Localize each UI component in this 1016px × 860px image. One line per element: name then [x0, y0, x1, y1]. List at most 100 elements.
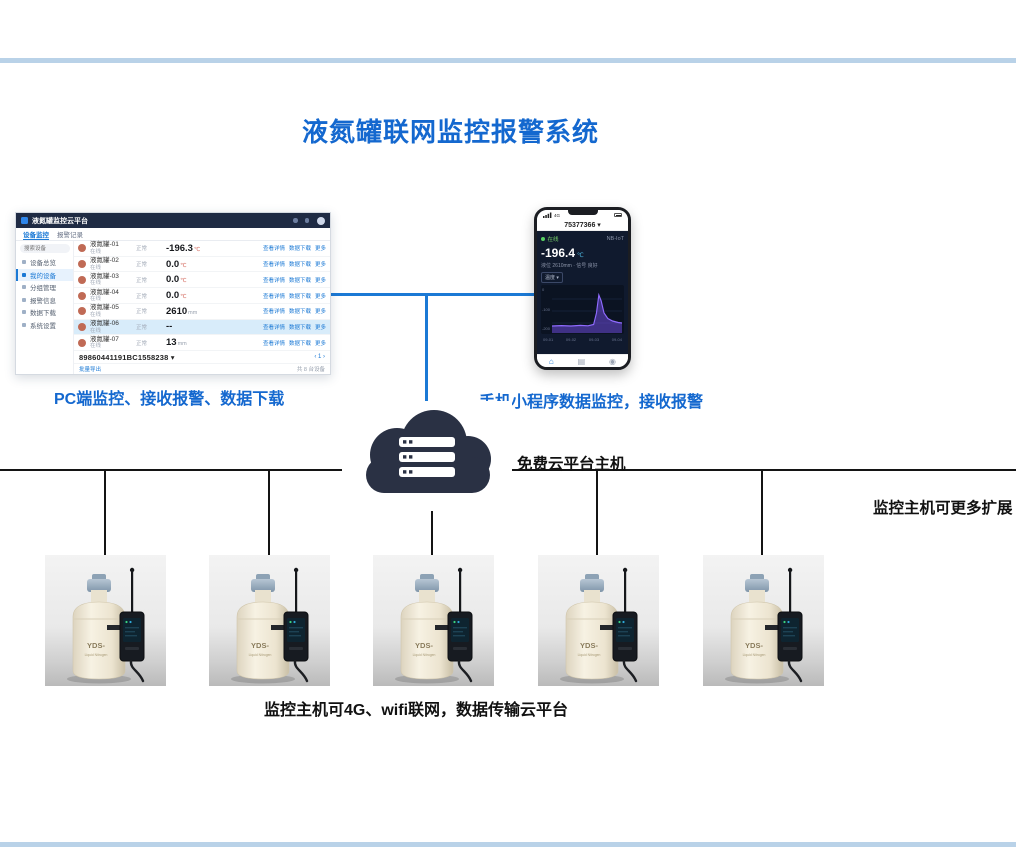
- phone-mockup: 4G 75377366 ▾ 在线 NB-IoT -196.4 ℃ 液位 2610…: [534, 207, 631, 370]
- metric-selector[interactable]: 温度 ▾: [541, 271, 563, 283]
- link-view-detail[interactable]: 查看详情: [262, 309, 285, 316]
- tank-sublabel: Liquid Nitrogen: [743, 653, 766, 657]
- nav-user-icon[interactable]: ◉: [609, 356, 617, 366]
- device-cable: [293, 659, 309, 683]
- sidebar-item-downloads[interactable]: 数据下载: [16, 306, 73, 319]
- tank-photo: YDS- Liquid Nitrogen: [373, 555, 494, 686]
- tab-device-monitor[interactable]: 设备监控: [23, 229, 49, 240]
- top-divider: [0, 58, 1016, 63]
- link-view-detail[interactable]: 查看详情: [262, 293, 285, 300]
- link-data-download[interactable]: 数据下载: [288, 262, 311, 269]
- tank-illustration: YDS- Liquid Nitrogen: [231, 567, 309, 684]
- settings-icon[interactable]: [304, 218, 309, 223]
- device-cable: [622, 659, 638, 683]
- device-value: --: [166, 321, 173, 333]
- pc-brand: 液氮罐监控云平台: [32, 217, 88, 225]
- tab-alarm-records[interactable]: 报警记录: [57, 232, 83, 239]
- temperature-chart: [552, 292, 622, 333]
- link-data-download[interactable]: 数据下载: [288, 340, 311, 347]
- menu-icon: [22, 297, 26, 302]
- antenna: [789, 571, 792, 614]
- pc-caption: PC端监控、接收报警、数据下载: [54, 391, 285, 408]
- menu-icon: [22, 260, 26, 265]
- serial-row: 89860441191BC1558238 ▾ ‹ 1 ›: [74, 351, 330, 364]
- link-view-detail[interactable]: 查看详情: [262, 262, 285, 269]
- link-more[interactable]: 更多: [314, 277, 326, 284]
- tank-photo: YDS- Liquid Nitrogen: [209, 555, 330, 686]
- link-more[interactable]: 更多: [314, 340, 326, 347]
- antenna: [624, 571, 627, 614]
- device-cable: [787, 659, 803, 683]
- link-view-detail[interactable]: 查看详情: [262, 340, 285, 347]
- drop-line: [104, 471, 106, 556]
- chart-y-axis: 0-100-200: [542, 287, 551, 331]
- device-cable: [457, 659, 473, 683]
- device-avatar-icon: [78, 307, 86, 316]
- cloud-host: [342, 401, 512, 511]
- sidebar-item-groups[interactable]: 分组管理: [16, 281, 73, 294]
- phone-device-id[interactable]: 75377366 ▾: [537, 219, 628, 231]
- menu-icon: [22, 322, 26, 327]
- menu-icon: [22, 272, 26, 277]
- server-icon: [399, 437, 455, 477]
- link-more[interactable]: 更多: [314, 309, 326, 316]
- link-data-download[interactable]: 数据下载: [288, 277, 311, 284]
- pagination[interactable]: ‹ 1 ›: [314, 354, 325, 360]
- tank-sublabel: Liquid Nitrogen: [85, 653, 108, 657]
- cloud-label: 免费云平台主机: [517, 456, 626, 473]
- search-input[interactable]: [20, 244, 70, 253]
- link-more[interactable]: 更多: [314, 293, 326, 300]
- notification-icon[interactable]: [293, 218, 298, 223]
- tank-photo: YDS- Liquid Nitrogen: [45, 555, 166, 686]
- link-data-download[interactable]: 数据下载: [288, 246, 311, 253]
- nav-chart-icon[interactable]: ▤: [577, 356, 586, 366]
- online-status: 在线: [547, 237, 559, 243]
- link-view-detail[interactable]: 查看详情: [262, 277, 285, 284]
- page-title: 液氮罐联网监控报警系统: [302, 117, 600, 147]
- device-avatar-icon: [78, 291, 86, 300]
- link-data-download[interactable]: 数据下载: [288, 293, 311, 300]
- device-count: 共 8 台设备: [296, 367, 325, 373]
- phone-nav-bar: ⌂ ▤ ◉: [537, 354, 628, 367]
- batch-export-link[interactable]: 批量导出: [79, 367, 102, 373]
- serial-number[interactable]: 89860441191BC1558238 ▾: [79, 352, 175, 362]
- pc-monitor-window: 液氮罐监控云平台 设备监控 报警记录 设备总览 我的设备 分组管理 报警信息 数…: [15, 212, 331, 375]
- pc-tab-bar: 设备监控 报警记录: [16, 228, 330, 241]
- antenna: [295, 571, 298, 614]
- avatar[interactable]: [317, 216, 325, 225]
- tank-label: YDS-: [251, 641, 269, 650]
- tank-illustration: YDS- Liquid Nitrogen: [395, 567, 473, 684]
- sidebar-item-settings[interactable]: 系统设置: [16, 319, 73, 332]
- link-view-detail[interactable]: 查看详情: [262, 324, 285, 331]
- antenna: [131, 571, 134, 614]
- cloud-icon: [366, 410, 491, 493]
- nav-home-icon[interactable]: ⌂: [548, 356, 554, 366]
- drop-line: [268, 471, 270, 556]
- sidebar-item-overview[interactable]: 设备总览: [16, 256, 73, 269]
- monitor-device: [119, 611, 145, 662]
- device-value: 2610mm: [166, 305, 198, 317]
- link-more[interactable]: 更多: [314, 324, 326, 331]
- sidebar-item-alarms[interactable]: 报警信息: [16, 294, 73, 307]
- phone-notch: [567, 210, 598, 215]
- device-value: 13mm: [166, 337, 187, 349]
- sidebar-item-my-devices[interactable]: 我的设备: [16, 268, 73, 281]
- link-more[interactable]: 更多: [314, 246, 326, 253]
- tank-sublabel: Liquid Nitrogen: [578, 653, 601, 657]
- monitor-device: [283, 611, 309, 662]
- phone-data-panel: 在线 NB-IoT -196.4 ℃ 液位 2610mm · 信号 良好 温度 …: [537, 231, 628, 354]
- link-more[interactable]: 更多: [314, 262, 326, 269]
- link-data-download[interactable]: 数据下载: [288, 324, 311, 331]
- link-view-detail[interactable]: 查看详情: [262, 246, 285, 253]
- link-data-download[interactable]: 数据下载: [288, 309, 311, 316]
- connector-vertical: [425, 293, 428, 403]
